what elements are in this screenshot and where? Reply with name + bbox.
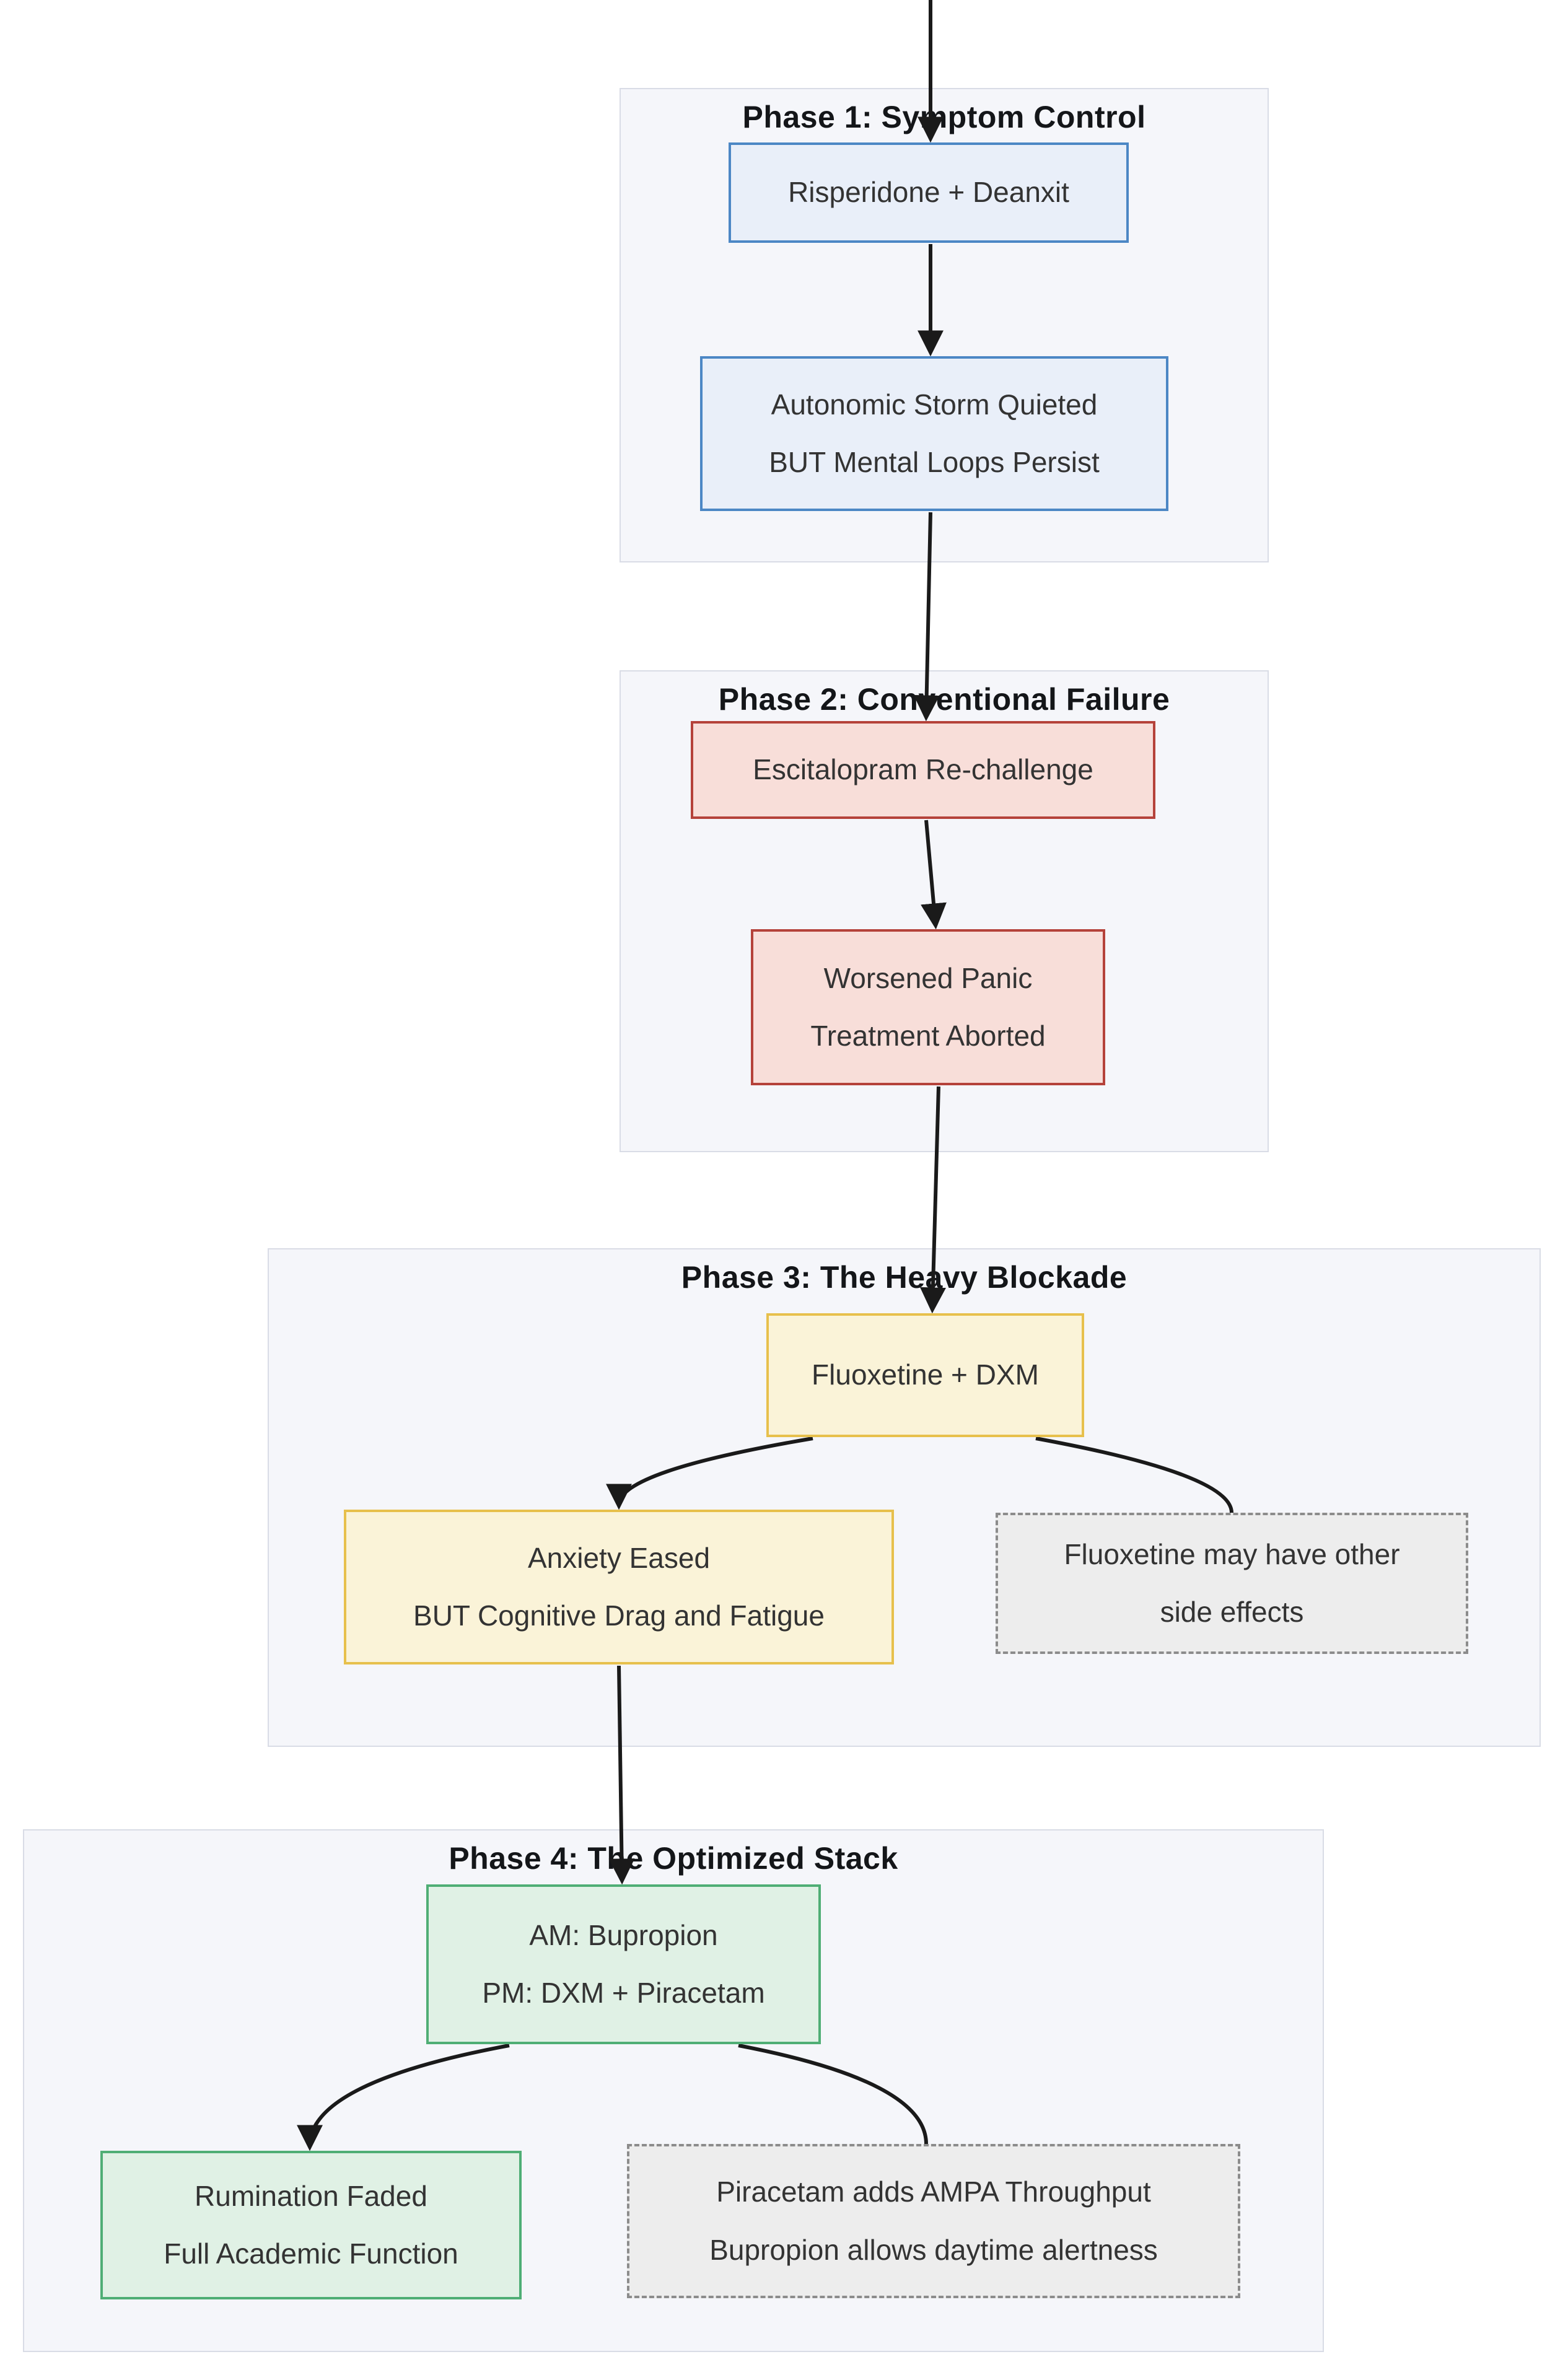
note-piracetam-ampa-throughput: Piracetam adds AMPA Throughput Bupropion… — [627, 2144, 1240, 2298]
node-line: AM: Bupropion — [529, 1918, 718, 1951]
phase-1-title: Phase 1: Symptom Control — [742, 100, 1146, 134]
node-line: side effects — [1160, 1596, 1304, 1628]
node-line: Autonomic Storm Quieted — [771, 388, 1098, 421]
node-rumination-faded: Rumination Faded Full Academic Function — [100, 2151, 522, 2299]
node-line: Full Academic Function — [164, 2237, 458, 2270]
node-line: BUT Mental Loops Persist — [769, 446, 1100, 478]
edge-B-to-C — [913, 512, 940, 722]
node-bupropion-dxm-piracetam-stack: AM: Bupropion PM: DXM + Piracetam — [426, 1884, 821, 2044]
edge-E-to-N1 — [1035, 1437, 1233, 1513]
phase-3-title: Phase 3: The Heavy Blockade — [681, 1260, 1128, 1295]
edge-E-to-F — [606, 1437, 813, 1510]
node-risperidone-deanxit: Risperidone + Deanxit — [729, 142, 1129, 243]
edge-C-to-D — [921, 820, 947, 930]
node-autonomic-storm-quieted: Autonomic Storm Quieted BUT Mental Loops… — [700, 356, 1168, 511]
node-line: Piracetam adds AMPA Throughput — [716, 2176, 1151, 2208]
node-line: Escitalopram Re-challenge — [753, 753, 1093, 786]
node-line: Anxiety Eased — [527, 1541, 711, 1574]
note-fluoxetine-side-effects: Fluoxetine may have other side effects — [996, 1513, 1468, 1654]
node-escitalopram-rechallenge: Escitalopram Re-challenge — [691, 721, 1155, 819]
edge-G-to-H — [297, 2044, 510, 2151]
node-line: Bupropion allows daytime alertness — [709, 2233, 1158, 2266]
node-line: Fluoxetine + DXM — [812, 1358, 1039, 1391]
edge-G-to-N2 — [738, 2044, 928, 2145]
node-line: Rumination Faded — [195, 2179, 427, 2212]
node-worsened-panic: Worsened Panic Treatment Aborted — [751, 929, 1105, 1085]
node-line: BUT Cognitive Drag and Fatigue — [413, 1599, 825, 1632]
node-line: Fluoxetine may have other — [1064, 1537, 1400, 1570]
node-line: PM: DXM + Piracetam — [482, 1977, 765, 2009]
node-fluoxetine-dxm: Fluoxetine + DXM — [766, 1313, 1084, 1437]
node-line: Worsened Panic — [823, 961, 1033, 994]
node-line: Risperidone + Deanxit — [788, 176, 1069, 209]
edge-F-to-G — [608, 1665, 635, 1885]
node-line: Treatment Aborted — [810, 1020, 1046, 1052]
edge-D-to-E — [919, 1086, 946, 1314]
node-anxiety-eased: Anxiety Eased BUT Cognitive Drag and Fat… — [344, 1510, 894, 1664]
phase-4-title: Phase 4: The Optimized Stack — [449, 1841, 898, 1876]
phase-2-title: Phase 2: Conventional Failure — [718, 682, 1170, 717]
